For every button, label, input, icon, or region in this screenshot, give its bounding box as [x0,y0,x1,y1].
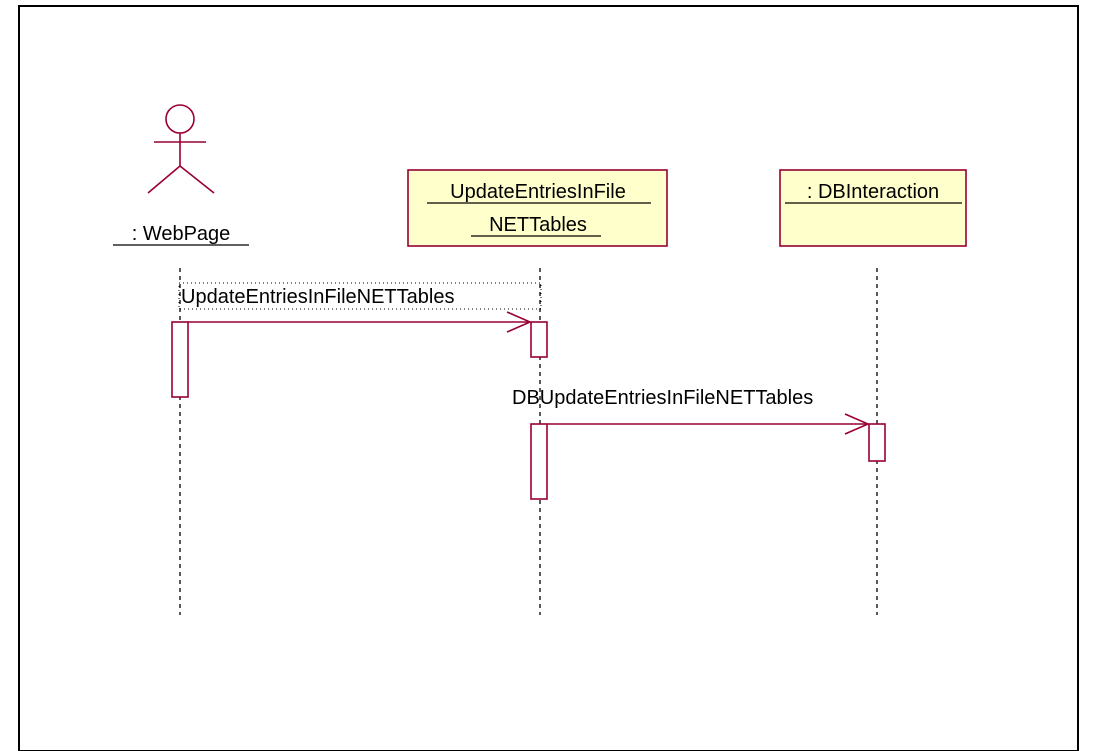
activation-update-entries-2 [530,423,548,500]
activation-webpage [171,321,189,398]
message-1-label[interactable]: UpdateEntriesInFileNETTables [181,286,454,308]
actor-name-label: : WebPage [132,223,231,245]
object-box-update-entries[interactable] [407,169,668,247]
object-name-db-interaction: : DBInteraction [807,181,939,203]
message-1-arrowhead-icon [506,311,533,333]
message-2-label[interactable]: DBUpdateEntriesInFileNETTables [512,387,813,409]
diagram-frame [18,5,1079,751]
actor-stick-figure-icon [147,104,215,194]
activation-db-interaction [868,423,886,462]
message-label-focus-box [178,282,542,310]
message-2-arrowhead-icon [844,413,871,435]
activation-update-entries-1 [530,321,548,358]
object-box-db-interaction[interactable] [779,169,967,247]
object-name-line1: UpdateEntriesInFile [450,181,626,203]
object-name-line2: NETTables [489,214,587,236]
